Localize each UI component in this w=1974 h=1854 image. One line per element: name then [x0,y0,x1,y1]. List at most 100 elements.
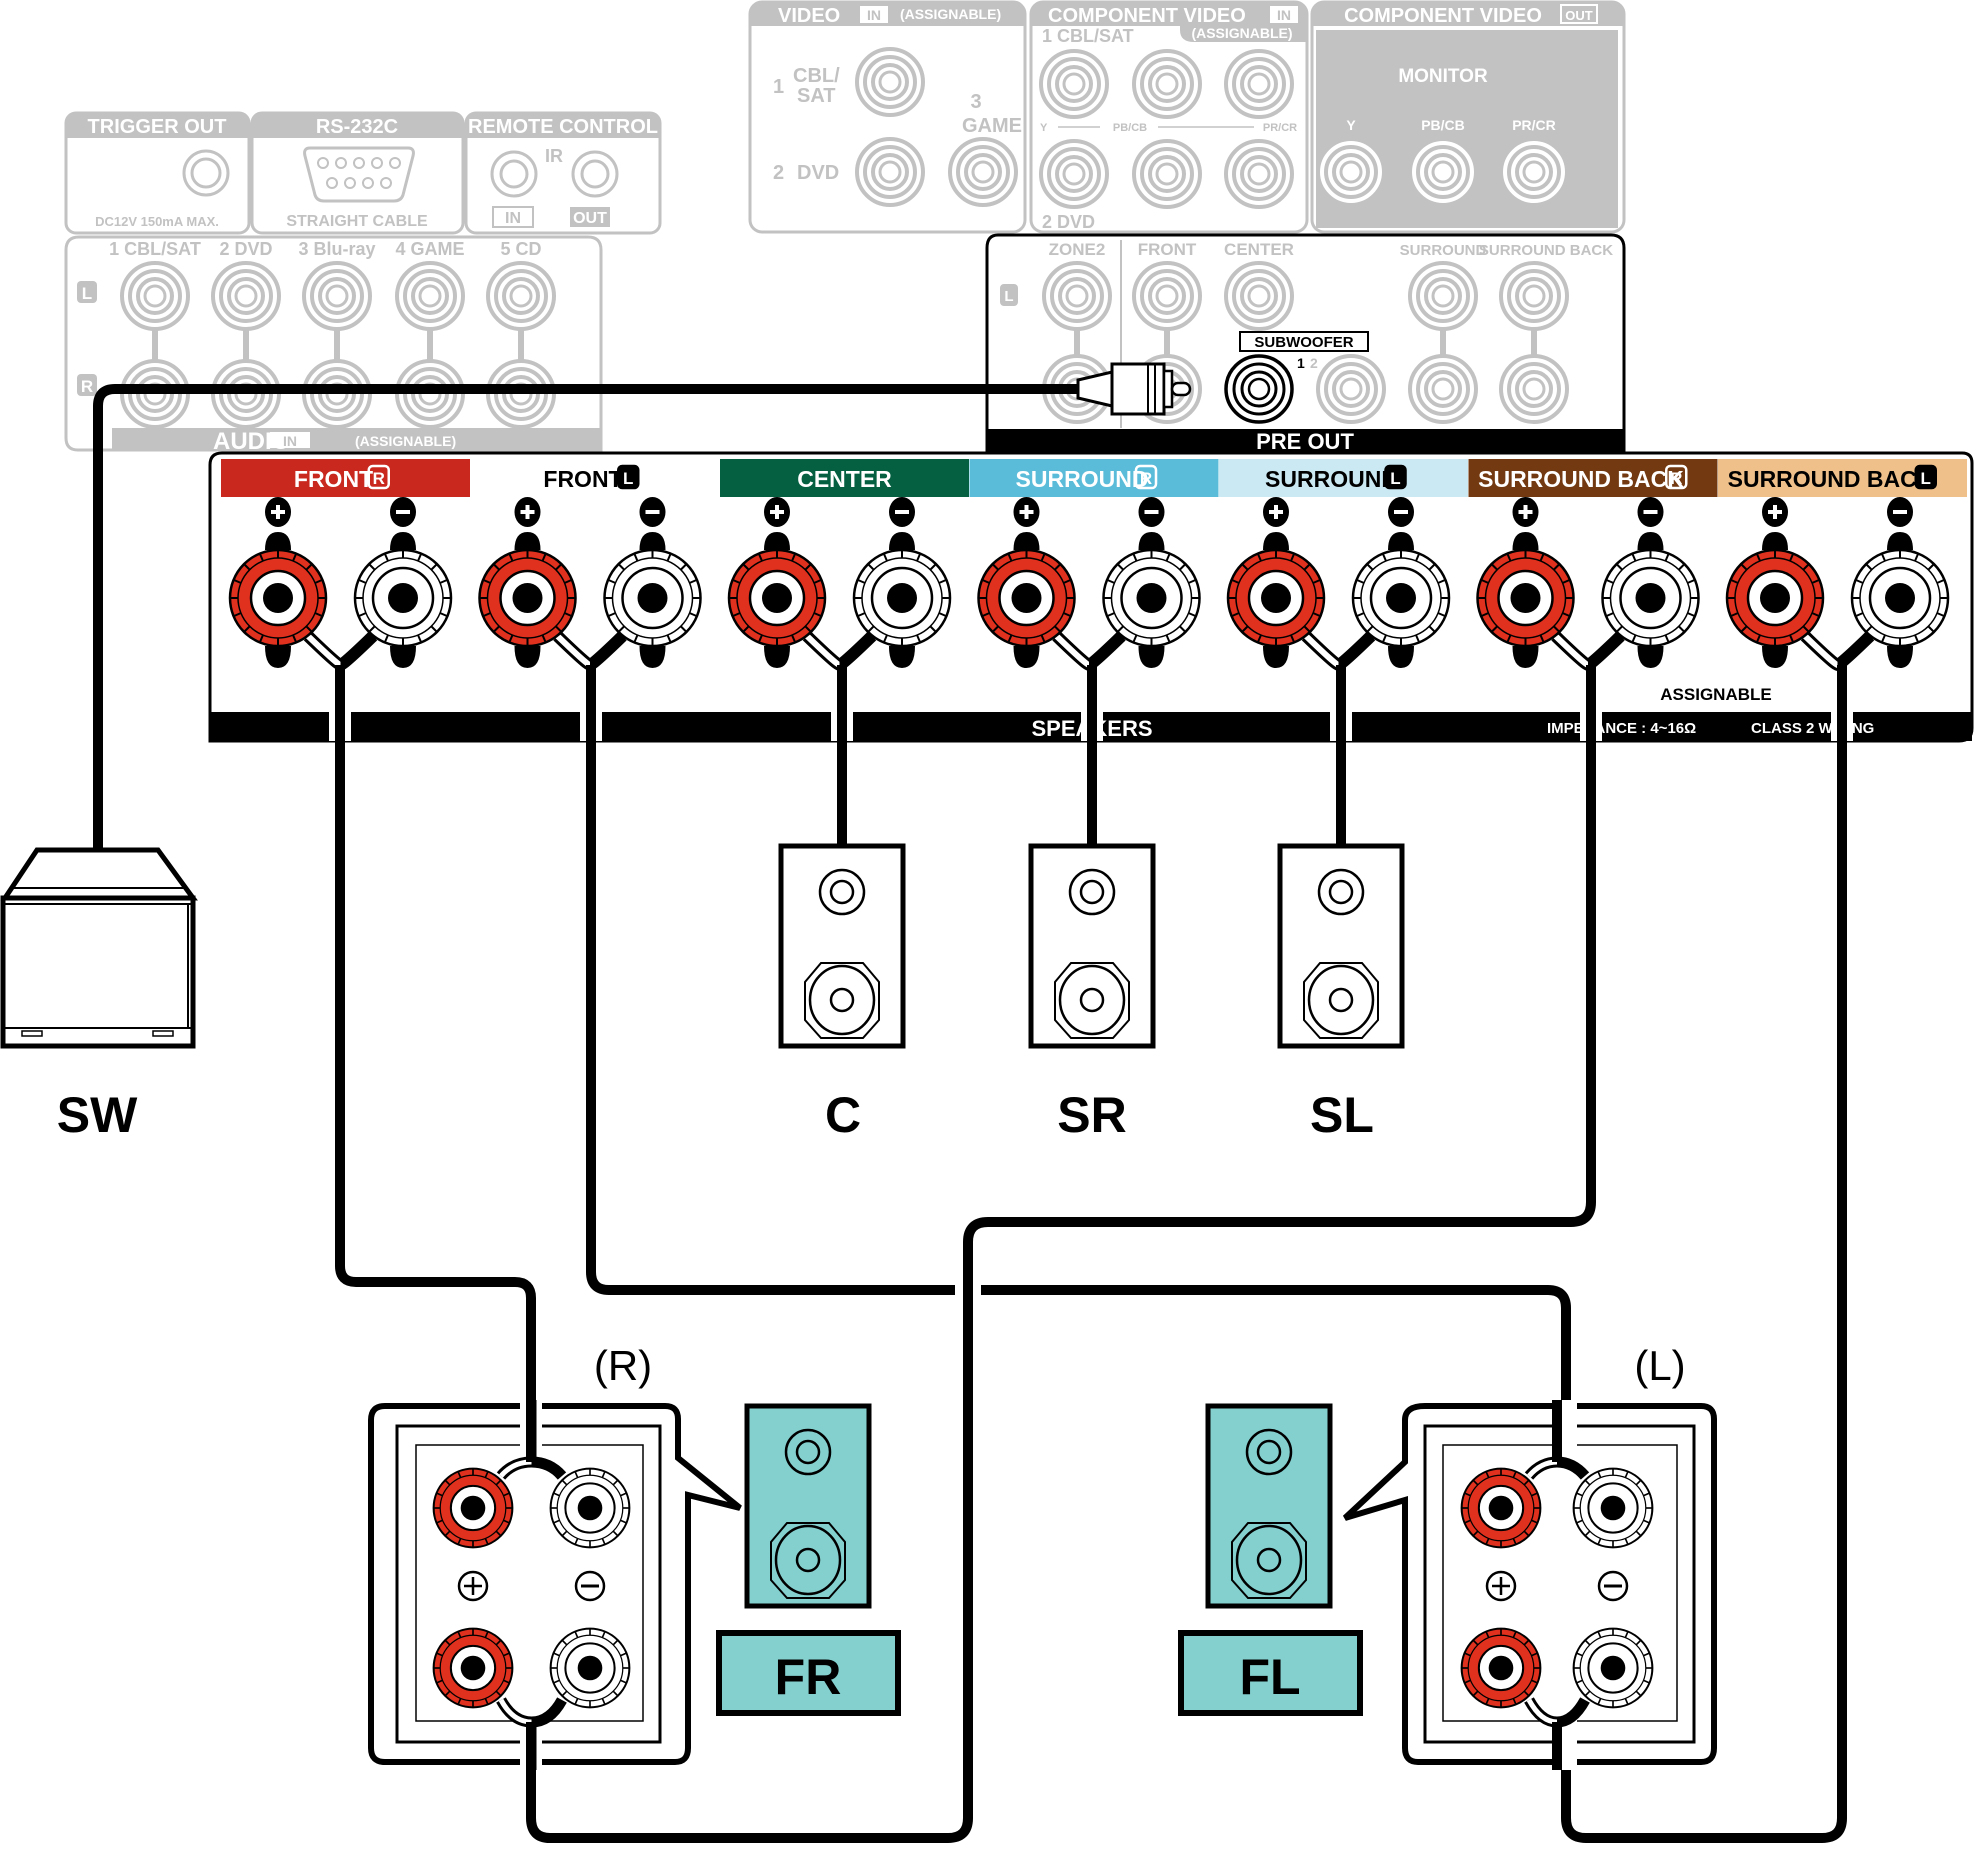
pre-out-jack[interactable] [1408,261,1478,331]
negative-terminal[interactable] [353,548,453,648]
component-out-jack-pr[interactable] [1499,137,1569,207]
pre-out-jack[interactable] [1408,354,1478,424]
negative-terminal[interactable] [1572,1467,1654,1549]
negative-terminal[interactable] [549,1627,631,1709]
component-in-jack[interactable] [1132,49,1202,119]
pre-out-jack[interactable] [1499,354,1569,424]
positive-terminal[interactable] [1725,548,1825,648]
component-in-jack[interactable] [1224,49,1294,119]
surround-r-speaker[interactable] [1031,846,1153,1046]
subwoofer-1-jack[interactable] [1224,354,1294,424]
component-in-jack[interactable] [1039,139,1109,209]
audio-in-jack-l[interactable] [395,261,465,331]
pre-out-panel: PRE OUT L ZONE2 FRONT CENTER SURROUND SU… [985,233,1626,454]
positive-terminal[interactable] [1460,1627,1542,1709]
component-in-jack[interactable] [1132,139,1202,209]
channel-side-badge: L [1390,469,1400,488]
subwoofer-label: SW [57,1087,138,1143]
rs232c-title: RS-232C [316,116,398,138]
positive-terminal[interactable] [1460,1467,1542,1549]
trigger-out-jack[interactable] [182,149,230,197]
front-r-cable [335,665,536,1460]
negative-terminal[interactable] [549,1467,631,1549]
component-out-title: COMPONENT VIDEO [1344,5,1542,27]
negative-terminal[interactable] [1601,548,1700,648]
front-r-terminals [432,1400,631,1770]
component-video-in-panel: COMPONENT VIDEO IN (ASSIGNABLE) 1 CBL/SA… [1029,0,1309,234]
subwoofer-1-label: 1 [1297,355,1305,371]
pre-out-title: PRE OUT [1256,429,1354,454]
positive-terminal[interactable] [432,1627,514,1709]
wiring-label: CLASS 2 WIRING [1751,720,1874,737]
center-speaker[interactable] [781,846,903,1046]
component-in-jack[interactable] [1039,49,1109,119]
remote-ir-in-jack[interactable] [490,150,538,198]
pre-out-jack[interactable] [1224,261,1294,331]
channel-label: FRONT [543,466,622,492]
negative-terminal[interactable] [852,548,952,648]
audio-in-l-label: L [82,284,92,303]
channel-label: SURROUND BACK [1478,466,1684,492]
front-r-speaker[interactable] [747,1406,869,1606]
channel-label: SURROUND [1016,466,1149,492]
pre-out-jack[interactable] [1042,261,1112,331]
video-in-note: (ASSIGNABLE) [900,6,1001,22]
positive-terminal[interactable] [977,548,1076,648]
video-in-panel: VIDEO IN (ASSIGNABLE) 1 CBL/ SAT 2 DVD 3… [748,0,1027,234]
positive-terminal[interactable] [478,548,577,648]
audio-in-jack-l[interactable] [120,261,190,331]
remote-ir-out-jack[interactable] [571,150,619,198]
audio-in-label: 2 DVD [219,239,272,259]
channel-side-badge: R [1140,469,1152,488]
rs232c-port[interactable] [303,146,415,203]
video-in-1-num: 1 [773,76,784,98]
audio-in-note: (ASSIGNABLE) [355,433,456,449]
center-speaker-label: C [825,1087,861,1143]
component-out-jack-pb[interactable] [1408,137,1478,207]
positive-terminal[interactable] [432,1467,514,1549]
subwoofer-cable [93,384,1085,852]
trigger-out-note: DC12V 150mA MAX. [95,214,219,229]
negative-terminal[interactable] [1572,1627,1654,1709]
component-in-jack[interactable] [1224,139,1294,209]
video-in-jack-1[interactable] [855,47,925,117]
pre-out-jack[interactable] [1316,354,1386,424]
audio-in-label: 3 Blu-ray [298,239,375,259]
component-in-title: COMPONENT VIDEO [1048,5,1246,27]
subwoofer[interactable] [0,847,198,1049]
negative-terminal[interactable] [603,548,702,648]
pre-out-front-label: FRONT [1138,240,1197,259]
surround-l-speaker[interactable] [1280,846,1402,1046]
video-in-2-label: DVD [797,162,839,184]
front-r-speaker-label: FR [775,1649,842,1705]
pre-out-surround-label: SURROUND [1400,242,1487,259]
remote-control-title: REMOTE CONTROL [468,116,658,138]
pre-out-jack[interactable] [1499,261,1569,331]
audio-in-jack-l[interactable] [486,261,556,331]
negative-terminal[interactable] [1102,548,1201,648]
video-in-jack-3[interactable] [948,137,1018,207]
positive-terminal[interactable] [228,548,328,648]
speakers-panel: SPEAKERS ASSIGNABLE IMPEDANCE : 4~16Ω CL… [208,451,1974,743]
channel-label-bar [1219,459,1468,497]
component-in-row1: 1 CBL/SAT [1042,26,1134,46]
component-out-jack-y[interactable] [1316,137,1386,207]
audio-in-jack-l[interactable] [302,261,372,331]
component-in-badge: IN [1277,7,1291,23]
rca-plug [1076,362,1192,416]
video-in-jack-2[interactable] [855,137,925,207]
channel-label-bar [221,459,470,497]
front-l-label-box [1178,1630,1363,1716]
pre-out-jack[interactable] [1132,261,1202,331]
channel-label: CENTER [797,466,892,492]
positive-terminal[interactable] [1226,548,1326,648]
negative-terminal[interactable] [1850,548,1950,648]
audio-in-jack-l[interactable] [211,261,281,331]
channel-label-bar [720,459,969,497]
positive-terminal[interactable] [1476,548,1575,648]
positive-terminal[interactable] [727,548,827,648]
negative-terminal[interactable] [1351,548,1451,648]
component-out-pr-label: PR/CR [1512,117,1556,133]
front-l-speaker[interactable] [1208,1406,1330,1606]
